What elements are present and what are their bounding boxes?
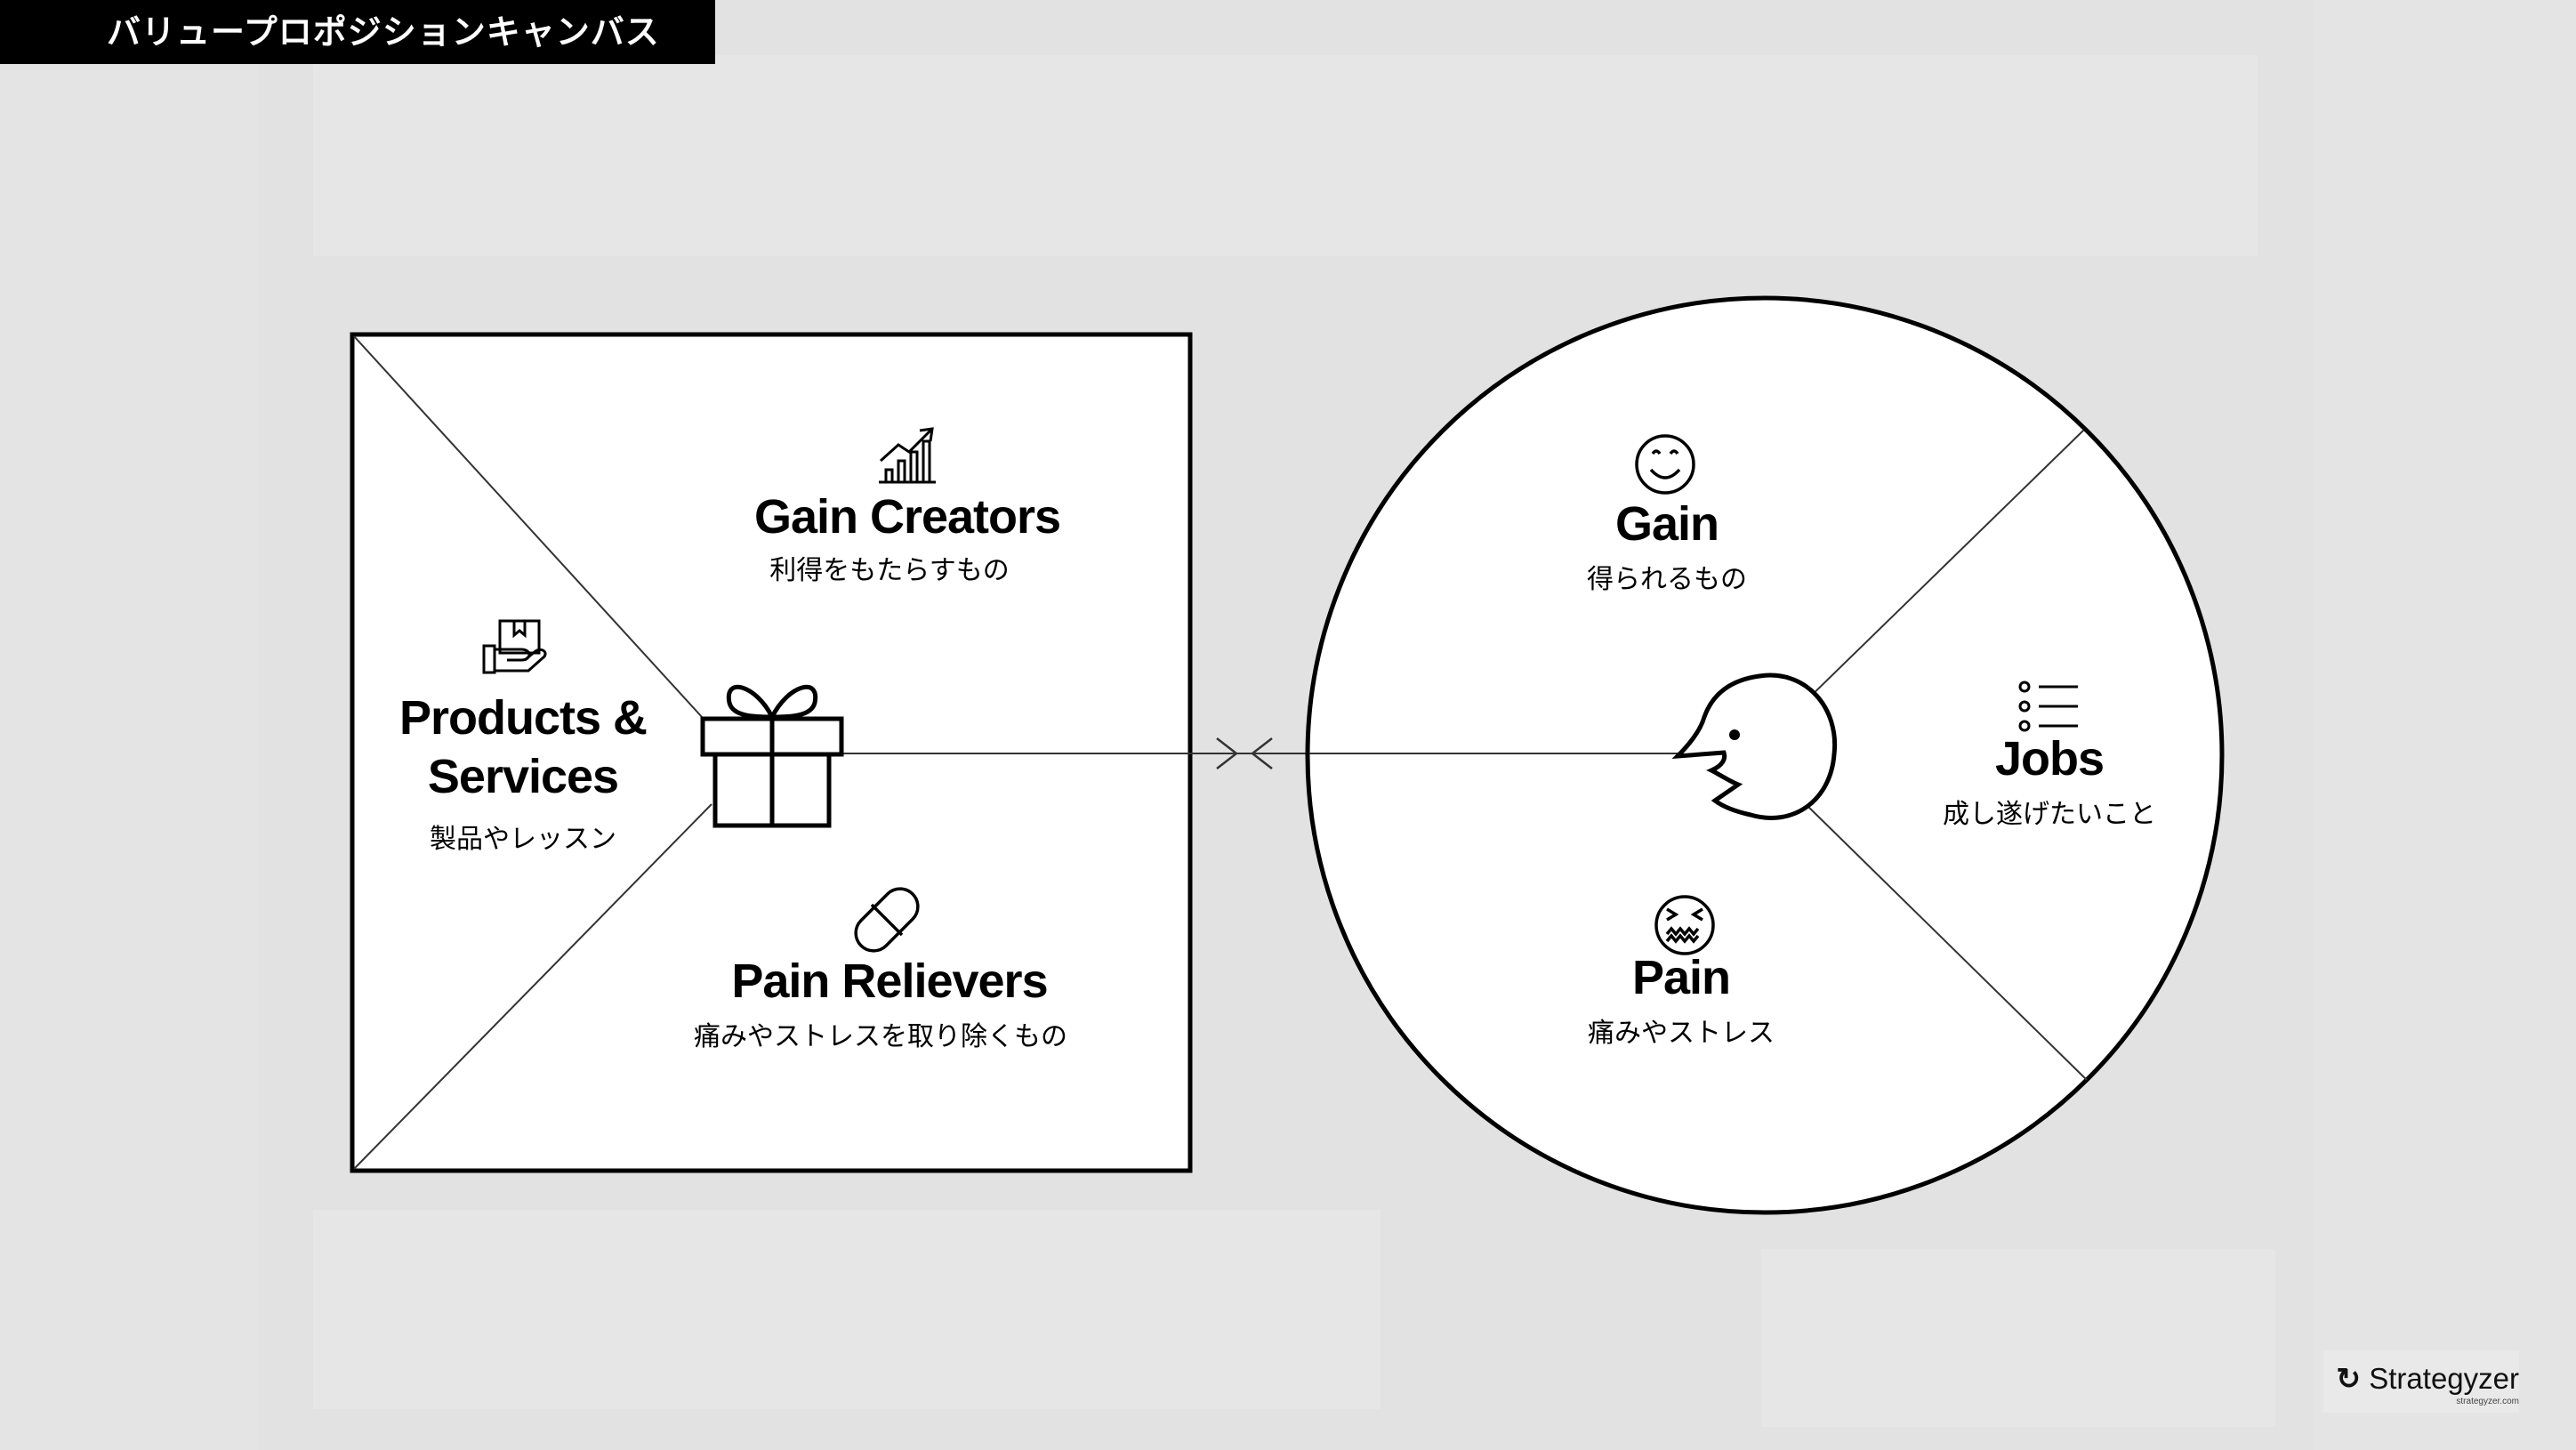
gain-subtitle: 得られるもの [1587,564,1747,595]
pain-relievers-title: Pain Relievers [731,955,1048,1008]
list-icon [2018,681,2078,732]
value-map-diagonal-bottom [353,803,712,1170]
smile-icon [1635,434,1695,495]
brand-logo-icon: ↻ [2336,1362,2362,1395]
bg-panel-bottom-left [313,1210,1381,1409]
arrow-left [1250,737,1273,769]
products-title-line2: Services [427,750,619,803]
brand-url: strategyzer.com [2456,1397,2519,1406]
box-in-hand-icon [482,619,547,674]
brand-badge: ↻ Strategyzer strategyzer.com [2323,1350,2519,1413]
chart-growth-icon [879,427,936,484]
pill-icon [854,887,920,953]
jobs-subtitle: 成し遂げたいこと [1943,799,2156,830]
jobs-title: Jobs [1994,732,2105,785]
gain-creators-title: Gain Creators [753,490,1061,544]
bg-panel-right [2313,0,2576,1450]
products-title-line1: Products & [398,691,648,745]
bg-panel-bottom-right [1761,1249,2275,1427]
brand-name: Strategyzer [2369,1362,2519,1395]
bg-panel-left [0,0,258,1450]
products-subtitle: 製品やレッスン [430,824,616,855]
bg-panel-top [313,55,2258,256]
page-title: バリュープロポジションキャンバス [0,0,715,64]
pain-subtitle: 痛みやストレス [1588,1018,1775,1049]
gift-icon [700,684,844,828]
profile-line-upper [1803,430,2084,704]
gain-creators-subtitle: 利得をもたらすもの [769,555,1010,586]
face-profile-icon [1671,673,1838,820]
gain-title: Gain [1614,497,1719,551]
pain-title: Pain [1631,951,1731,1004]
pain-relievers-subtitle: 痛みやストレスを取り除くもの [694,1021,1067,1052]
profile-line-lower [1803,802,2088,1081]
grimace-icon [1654,895,1715,955]
arrow-right [1216,737,1239,769]
value-map-diagonal-top [353,335,712,729]
